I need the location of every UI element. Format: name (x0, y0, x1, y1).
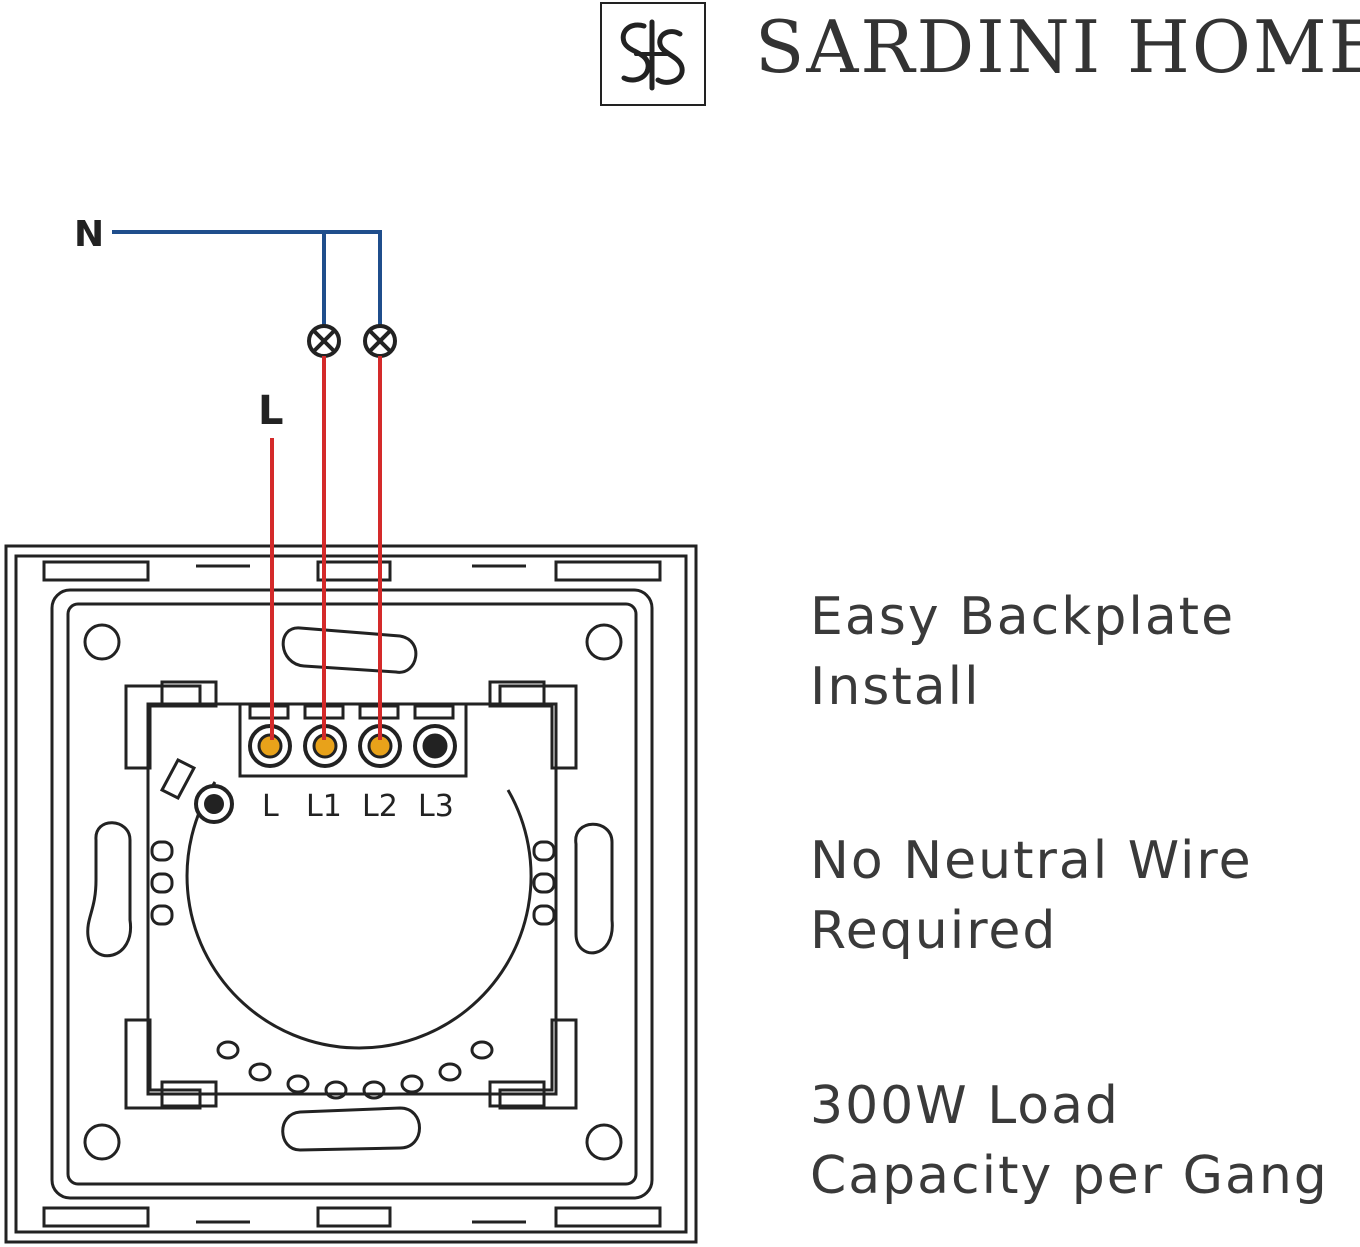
terminal-label-l1: L1 (306, 789, 342, 824)
backplate (4, 544, 698, 1244)
lamp-symbol-icon (363, 324, 397, 358)
feature-no-neutral: No Neutral Wire Required (810, 831, 1253, 961)
sh-monogram-icon (620, 19, 685, 91)
terminal-block (248, 724, 457, 768)
feature-backplate: Easy Backplate Install (810, 587, 1236, 717)
terminal-label-l: L (262, 789, 279, 824)
live-label: L (258, 388, 284, 434)
brand-logo (600, 2, 706, 106)
neutral-label: N (74, 214, 104, 255)
terminal-label-l3: L3 (418, 789, 454, 824)
lamp-symbol-icon (307, 324, 341, 358)
terminal-l3 (413, 724, 457, 768)
brand-name: SARDINI HOME (755, 5, 1360, 89)
terminal-label-l2: L2 (362, 789, 398, 824)
live-wires (270, 356, 382, 740)
feature-load-capacity: 300W Load Capacity per Gang (810, 1076, 1329, 1206)
terminal-l2 (358, 724, 402, 768)
wiring-diagram: N L (4, 214, 698, 1244)
neutral-wire (112, 230, 382, 326)
module-screw (194, 784, 234, 824)
